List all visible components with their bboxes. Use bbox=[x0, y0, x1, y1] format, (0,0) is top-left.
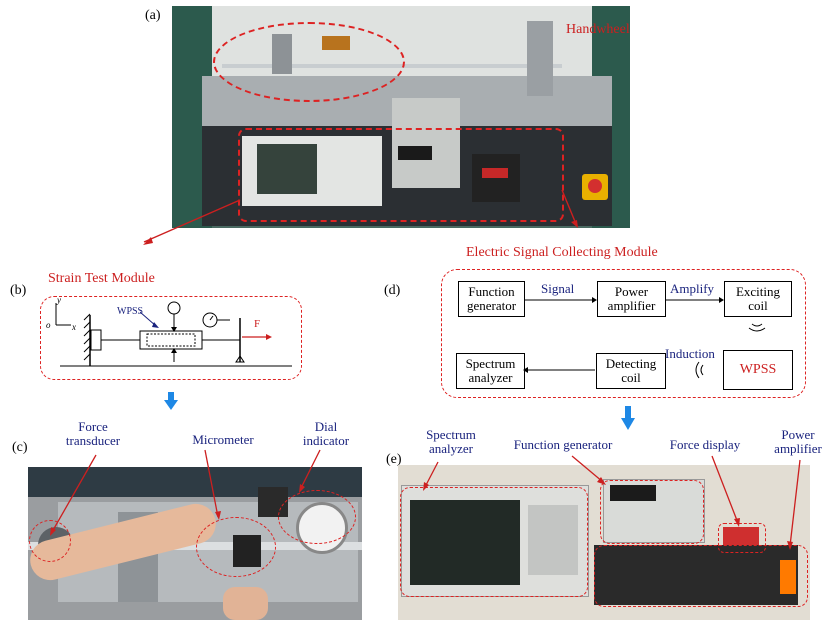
power-amplifier-box: Power amplifier bbox=[597, 281, 666, 317]
highlight-spectrum-analyzer bbox=[400, 487, 588, 597]
highlight-strain-module bbox=[213, 22, 405, 102]
highlight-force-display bbox=[718, 523, 766, 553]
handwheel-label: Handwheel bbox=[566, 22, 630, 37]
photo-instruments bbox=[398, 465, 810, 620]
wpss-label-small: WPSS bbox=[117, 306, 144, 317]
highlight-micrometer bbox=[196, 517, 276, 577]
dial-indicator-label: Dial indicator bbox=[302, 419, 350, 448]
force-transducer-label: Force transducer bbox=[65, 419, 121, 448]
strain-test-module-title: Strain Test Module bbox=[48, 271, 155, 286]
function-generator-box: Function generator bbox=[458, 281, 525, 317]
force-display-label: Force display bbox=[669, 437, 741, 452]
force-label: F bbox=[254, 318, 261, 330]
panel-label-b: (b) bbox=[10, 283, 27, 298]
panel-label-d: (d) bbox=[384, 283, 401, 298]
spectrum-analyzer-box: Spectrum analyzer bbox=[456, 353, 525, 389]
detecting-coil-box: Detecting coil bbox=[596, 353, 666, 389]
highlight-function-generator bbox=[600, 480, 704, 544]
amplify-edge-label: Amplify bbox=[670, 281, 715, 296]
micrometer-label: Micrometer bbox=[192, 432, 254, 447]
panel-label-c: (c) bbox=[12, 440, 28, 455]
axis-y-label: y bbox=[57, 295, 61, 305]
panel-label-a: (a) bbox=[145, 8, 161, 23]
function-generator-label: Function generator bbox=[513, 437, 613, 452]
induction-edge-label: Induction bbox=[665, 346, 715, 361]
electric-module-title: Electric Signal Collecting Module bbox=[466, 245, 658, 260]
spectrum-analyzer-label: Spectrum analyzer bbox=[426, 427, 476, 456]
highlight-power-amplifier bbox=[594, 545, 808, 607]
power-amplifier-label: Power amplifier bbox=[774, 427, 822, 456]
axis-o-label: o bbox=[46, 320, 51, 330]
panel-label-e: (e) bbox=[386, 452, 402, 467]
axis-x-label: x bbox=[72, 322, 76, 332]
highlight-force-transducer bbox=[29, 520, 71, 562]
wpss-box: WPSS bbox=[723, 350, 793, 390]
strain-module-frame bbox=[40, 296, 302, 380]
signal-edge-label: Signal bbox=[541, 281, 575, 296]
exciting-coil-box: Exciting coil bbox=[724, 281, 792, 317]
highlight-dial-indicator bbox=[278, 490, 356, 544]
highlight-electric-module bbox=[238, 128, 564, 222]
electric-module-frame bbox=[441, 269, 806, 398]
